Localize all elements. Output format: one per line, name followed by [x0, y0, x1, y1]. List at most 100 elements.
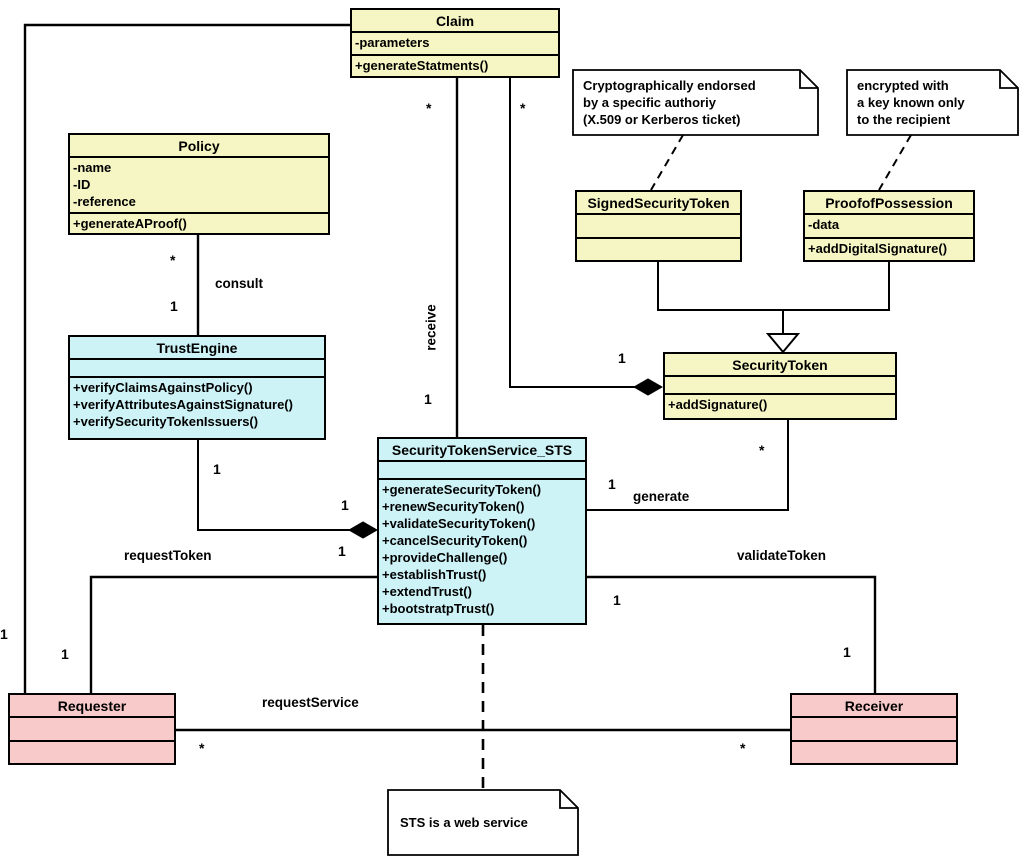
class-policy-methods: +generateAProof(): [70, 211, 328, 234]
attribute: -ID: [73, 177, 91, 192]
mult-composition-token-end: 1: [618, 350, 626, 366]
class-securitytokenservice-sts: SecurityTokenService_STS +generateSecuri…: [377, 437, 587, 625]
class-sts-attributes: [379, 462, 585, 478]
method: +renewSecurityToken(): [382, 499, 525, 514]
assoc-claim-securitytoken-line: [509, 78, 650, 388]
method: +validateSecurityToken(): [382, 516, 536, 531]
class-proofofpossession: ProofofPossession -data +addDigitalSigna…: [803, 190, 975, 262]
method: +generateAProof(): [73, 215, 187, 231]
class-signedsecuritytoken-title: SignedSecurityToken: [577, 192, 740, 215]
mult-trustengine-sts-end: 1: [341, 497, 349, 513]
label-receive: receive: [423, 304, 439, 351]
method: +generateSecurityToken(): [382, 482, 542, 497]
mult-validatetoken-receiver-end: 1: [843, 644, 851, 660]
generalization-triangle: [765, 333, 801, 354]
method: +cancelSecurityToken(): [382, 533, 528, 548]
method: +verifyClaimsAgainstPolicy(): [73, 380, 253, 395]
class-proofofpossession-attributes: -data: [805, 215, 973, 237]
note-endorsed-text: Cryptographically endorsed by a specific…: [583, 77, 808, 128]
label-consult: consult: [215, 276, 264, 291]
mult-composition-claim-end: *: [520, 100, 526, 116]
method: +extendTrust(): [382, 584, 472, 599]
class-trustengine-attributes: [70, 360, 324, 376]
mult-generate-sts-end: 1: [608, 476, 616, 492]
note-line: STS is a web service: [400, 815, 528, 830]
class-signedsecuritytoken-methods: [577, 236, 740, 261]
class-claim-title: Claim: [352, 10, 558, 33]
class-requester-methods: [10, 739, 174, 764]
note-link-endorsed-signedtoken: [650, 134, 684, 191]
class-requester-title: Requester: [10, 695, 174, 718]
class-trustengine-methods: +verifyClaimsAgainstPolicy() +verifyAttr…: [70, 376, 324, 438]
assoc-claim-requester-line: [23, 23, 350, 693]
method: +provideChallenge(): [382, 550, 508, 565]
assoc-generate-line: [587, 420, 789, 511]
class-securitytoken: SecurityToken +addSignature(): [663, 352, 897, 420]
class-policy-title: Policy: [70, 135, 328, 158]
note-endorsed-shape: [572, 69, 819, 136]
note-encrypted-text: encrypted with a key known only to the r…: [857, 77, 1009, 128]
class-sts-title: SecurityTokenService_STS: [379, 439, 585, 462]
assoc-requesttoken-line: [89, 575, 377, 693]
composition-diamond-sts: [347, 521, 379, 539]
class-signedsecuritytoken: SignedSecurityToken: [575, 190, 742, 262]
class-securitytoken-attributes: [665, 377, 895, 393]
note-link-encrypted-proof: [878, 134, 912, 191]
class-receiver: Receiver: [790, 693, 958, 765]
label-generate: generate: [633, 489, 690, 504]
class-requester: Requester: [8, 693, 176, 765]
note-line: Cryptographically endorsed: [583, 78, 756, 93]
note-line: (X.509 or Kerberos ticket): [583, 112, 741, 127]
note-line: a key known only: [857, 95, 965, 110]
note-webservice-text: STS is a web service: [400, 814, 570, 831]
method: +generateStatments(): [355, 57, 489, 73]
class-sts-methods: +generateSecurityToken() +renewSecurityT…: [379, 478, 585, 623]
note-line: by a specific authoriy: [583, 95, 716, 110]
mult-trustengine-end: 1: [213, 461, 221, 477]
mult-requesttoken-sts-end: 1: [338, 543, 346, 559]
mult-requestservice-requester-end: *: [199, 740, 205, 756]
class-policy: Policy -name -ID -reference +generateAPr…: [68, 133, 330, 235]
class-claim-methods: +generateStatments(): [352, 53, 558, 77]
class-trustengine: TrustEngine +verifyClaimsAgainstPolicy()…: [68, 335, 326, 440]
class-claim-attributes: -parameters: [352, 33, 558, 54]
method: +addDigitalSignature(): [808, 240, 948, 256]
mult-requesttoken-requester-end: 1: [61, 646, 69, 662]
assoc-trustengine-sts-line: [197, 440, 362, 531]
mult-consult-policy-end: *: [170, 252, 176, 268]
generalization-merge-line: [657, 262, 890, 311]
note-encrypted-fold: [999, 70, 1018, 89]
note-endorsed-fold: [799, 70, 818, 89]
method: +bootstratpTrust(): [382, 601, 495, 616]
note-line: to the recipient: [857, 112, 951, 127]
class-claim: Claim -parameters +generateStatments(): [350, 8, 560, 78]
label-validatetoken: validateToken: [737, 548, 827, 563]
class-securitytoken-title: SecurityToken: [665, 354, 895, 377]
label-requestservice: requestService: [262, 695, 359, 710]
method: +addSignature(): [668, 397, 768, 412]
class-receiver-attributes: [792, 718, 956, 740]
note-webservice-fold: [559, 790, 578, 809]
label-requesttoken: requestToken: [124, 548, 212, 563]
class-trustengine-title: TrustEngine: [70, 337, 324, 360]
class-receiver-title: Receiver: [792, 695, 956, 718]
class-securitytoken-methods: +addSignature(): [665, 393, 895, 418]
class-proofofpossession-title: ProofofPossession: [805, 192, 973, 215]
class-requester-attributes: [10, 718, 174, 740]
note-encrypted-shape: [846, 69, 1019, 136]
composition-diamond-securitytoken: [632, 378, 664, 396]
attribute: -reference: [73, 194, 136, 209]
mult-claim-requester-end: 1: [0, 626, 8, 642]
method: +verifyAttributesAgainstSignature(): [73, 397, 293, 412]
class-receiver-methods: [792, 739, 956, 764]
attribute: -name: [73, 160, 112, 175]
assoc-validatetoken-line: [587, 575, 877, 693]
method: +verifySecurityTokenIssuers(): [73, 414, 259, 429]
class-proofofpossession-methods: +addDigitalSignature(): [805, 236, 973, 261]
mult-validatetoken-sts-end: 1: [613, 592, 621, 608]
note-line: encrypted with: [857, 78, 949, 93]
mult-consult-trustengine-end: 1: [170, 298, 178, 314]
note-webservice-shape: [387, 789, 579, 856]
